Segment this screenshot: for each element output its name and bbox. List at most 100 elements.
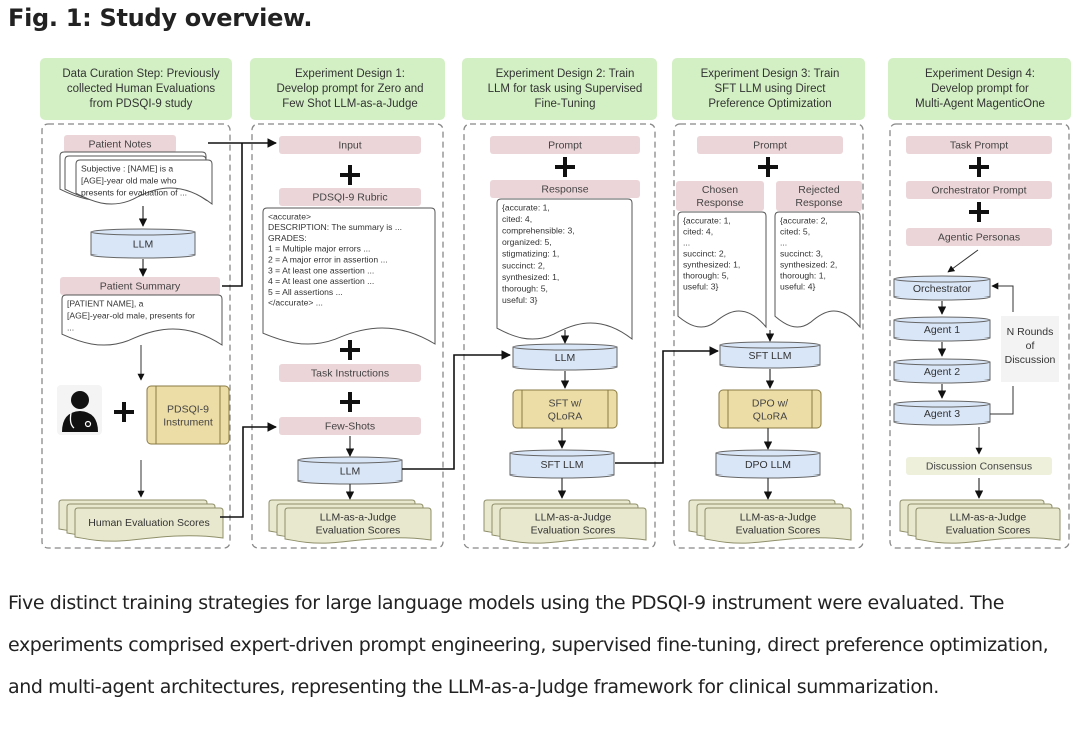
dpo-llm-cylinder: DPO LLM bbox=[715, 449, 821, 479]
rubric-doc-text-line: 2 = A major error in assertion ... bbox=[268, 254, 388, 264]
dpo-qlora-process-label: DPO w/QLoRA bbox=[752, 397, 788, 422]
column-header-4 bbox=[888, 58, 1071, 120]
plus-icon bbox=[340, 392, 360, 412]
sft-llm-cylinder-exp2-label-line: SFT LLM bbox=[541, 459, 584, 471]
chosen-response-doc-text: {accurate: 1,cited: 4,...succinct: 2,syn… bbox=[683, 215, 740, 291]
llm-cylinder-curation: LLM bbox=[90, 228, 196, 259]
n-rounds-label-line: N Rounds bbox=[1007, 326, 1054, 338]
human-evaluation-scores-label: Human Evaluation Scores bbox=[88, 517, 209, 529]
connector-sftllm-to-exp3 bbox=[615, 346, 719, 464]
response-doc-exp2-shape bbox=[496, 198, 633, 341]
sft-qlora-process: SFT w/QLoRA bbox=[512, 389, 618, 429]
study-overview-diagram: Data Curation Step: Previously collected … bbox=[40, 58, 1071, 549]
rubric-doc-text-line: 1 = Multiple major errors ... bbox=[268, 244, 370, 254]
rejected-response-doc-shape bbox=[774, 211, 861, 329]
column-header-3 bbox=[672, 58, 865, 120]
task-prompt-label bbox=[906, 136, 1052, 154]
column-frame-1 bbox=[251, 123, 444, 549]
dpo-qlora-process-label-line: QLoRA bbox=[753, 410, 787, 422]
human-evaluation-scores-label-line: Human Evaluation Scores bbox=[88, 517, 209, 529]
column-frame-4 bbox=[889, 123, 1070, 549]
chosen-response-doc-text-line: useful: 3} bbox=[683, 281, 718, 291]
response-doc-exp2-text-line: organized: 5, bbox=[502, 237, 552, 247]
column-header-text-4-line: Experiment Design 4: bbox=[925, 68, 1035, 80]
patient-notes-doc-text-line: Subjective : [NAME] is a bbox=[81, 163, 173, 173]
rejected-response-doc-text-line: thorough: 1, bbox=[780, 270, 826, 280]
sft-qlora-process-label: SFT w/QLoRA bbox=[548, 397, 582, 422]
rejected-response-doc-text-line: {accurate: 2, bbox=[780, 215, 828, 225]
column-header-text-2-line: Experiment Design 2: Train bbox=[496, 68, 635, 80]
prompt-label-exp3 bbox=[697, 136, 843, 154]
column-header-text-1-line: Experiment Design 1: bbox=[295, 68, 405, 80]
column-header-text-1: Experiment Design 1:Develop prompt for Z… bbox=[276, 68, 423, 110]
llm-judge-scores-exp2-label-line: Evaluation Scores bbox=[531, 524, 616, 536]
llm-cylinder-exp1: LLM bbox=[297, 456, 403, 485]
rubric-doc-text-line: DESCRIPTION: The summary is ... bbox=[268, 222, 402, 232]
loop-arrow-upper bbox=[991, 282, 1014, 312]
patient-notes-doc-text-line: presents for evaluation of ... bbox=[81, 187, 187, 197]
patient-summary-label-label: Patient Summary bbox=[100, 280, 181, 292]
column-header-text-2-line: Fine-Tuning bbox=[535, 98, 596, 110]
pdsqi9-rubric-label-label-line: PDSQI-9 Rubric bbox=[312, 191, 387, 203]
response-doc-exp2-text-line: synthesized: 1, bbox=[502, 272, 559, 282]
chosen-response-doc-text-line: {accurate: 1, bbox=[683, 215, 731, 225]
rejected-response-doc: {accurate: 2,cited: 5,...succinct: 3,syn… bbox=[774, 211, 861, 329]
agent-3-cylinder-label: Agent 3 bbox=[924, 408, 960, 420]
column-header-text-4: Experiment Design 4:Develop prompt forMu… bbox=[915, 68, 1045, 110]
patient-summary-doc-text-line: [PATIENT NAME], a bbox=[67, 298, 144, 308]
agent-2-cylinder-label: Agent 2 bbox=[924, 366, 960, 378]
agentic-personas-label bbox=[906, 228, 1052, 246]
agent-1-cylinder-label: Agent 1 bbox=[924, 324, 960, 336]
pdsqi9-instrument-label-line: PDSQI-9 bbox=[167, 403, 209, 415]
llm-cylinder-curation-label: LLM bbox=[133, 238, 153, 250]
arrow-personas-to-orchestrator bbox=[947, 249, 979, 273]
connector-llm-exp1-to-llm-exp2 bbox=[402, 350, 511, 470]
pdsqi9-rubric-label-label: PDSQI-9 Rubric bbox=[312, 191, 387, 203]
llm-judge-scores-exp2-label-line: LLM-as-a-Judge bbox=[535, 511, 612, 523]
plus-icon bbox=[340, 165, 360, 185]
prompt-label-exp3-label: Prompt bbox=[753, 139, 787, 151]
response-doc-exp2-text-line: useful: 3} bbox=[502, 295, 537, 305]
agent-3-cylinder-label-line: Agent 3 bbox=[924, 408, 960, 420]
discussion-consensus-label-label: Discussion Consensus bbox=[926, 460, 1032, 472]
llm-cylinder-exp2-label-line: LLM bbox=[555, 352, 575, 364]
column-header-text-0-line: Data Curation Step: Previously bbox=[62, 68, 219, 80]
column-header-text-1-line: Few Shot LLM-as-a-Judge bbox=[282, 98, 418, 110]
orchestrator-cylinder-label: Orchestrator bbox=[913, 283, 972, 295]
rejected-response-doc-text-line: succinct: 3, bbox=[780, 248, 823, 258]
column-frame-2 bbox=[463, 123, 656, 549]
sft-llm-cylinder-exp3-label: SFT LLM bbox=[749, 350, 792, 362]
dpo-llm-cylinder-label: DPO LLM bbox=[745, 459, 791, 471]
patient-summary-doc-text: [PATIENT NAME], a[AGE]-year-old male, pr… bbox=[67, 298, 195, 332]
rubric-doc-text-line: </accurate> ... bbox=[268, 298, 323, 308]
agentic-personas-label-label: Agentic Personas bbox=[938, 231, 1020, 243]
task-prompt-label-label-line: Task Prompt bbox=[950, 139, 1008, 151]
rejected-response-doc-text: {accurate: 2,cited: 5,...succinct: 3,syn… bbox=[780, 215, 837, 291]
plus-icon bbox=[555, 157, 575, 177]
task-instructions-label-label-line: Task Instructions bbox=[311, 367, 389, 379]
patient-notes-label-label: Patient Notes bbox=[88, 138, 151, 150]
agent-1-cylinder: Agent 1 bbox=[893, 316, 991, 342]
llm-cylinder-curation-label-line: LLM bbox=[133, 238, 153, 250]
patient-summary-label bbox=[60, 277, 220, 295]
column-header-text-0-line: collected Human Evaluations bbox=[67, 83, 216, 95]
response-label-exp2-label: Response bbox=[541, 183, 588, 195]
rubric-doc: <accurate>DESCRIPTION: The summary is ..… bbox=[262, 207, 436, 345]
response-doc-exp2-text-line: stigmatizing: 1, bbox=[502, 249, 559, 259]
column-header-text-3-line: SFT LLM using Direct bbox=[715, 83, 827, 95]
agentic-personas-label-label-line: Agentic Personas bbox=[938, 231, 1020, 243]
discussion-consensus-label-label-line: Discussion Consensus bbox=[926, 460, 1032, 472]
dpo-qlora-process-label-line: DPO w/ bbox=[752, 397, 788, 409]
rubric-doc-text-line: 3 = At least one assertion ... bbox=[268, 265, 374, 275]
response-doc-exp2-text: {accurate: 1,cited: 4,comprehensible: 3,… bbox=[502, 202, 575, 305]
column-header-text-0-line: from PDSQI-9 study bbox=[90, 98, 193, 110]
orchestrator-cylinder: Orchestrator bbox=[893, 275, 991, 301]
column-header-text-3-line: Experiment Design 3: Train bbox=[701, 68, 840, 80]
